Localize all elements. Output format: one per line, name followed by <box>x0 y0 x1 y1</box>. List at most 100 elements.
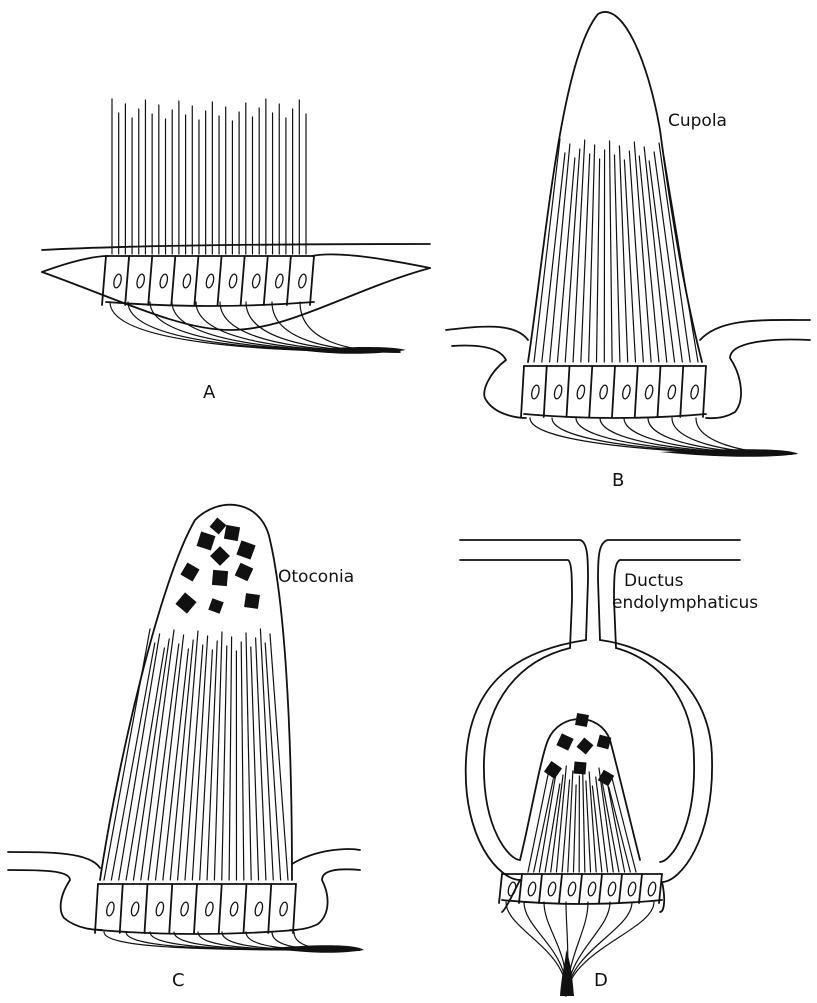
sensory-hair <box>222 646 227 880</box>
cell-wall <box>544 366 547 417</box>
panel-c-hair-cells <box>95 884 296 934</box>
cell-wall <box>703 366 706 417</box>
cell-wall <box>310 256 314 305</box>
otoconium <box>577 738 594 755</box>
panel-c-otolith-organ: Otoconia C <box>8 505 364 991</box>
otoconium <box>208 598 223 613</box>
cell-wall <box>194 256 198 305</box>
sensory-hair <box>200 650 213 880</box>
otoconium <box>175 592 196 613</box>
sensory-hair <box>246 633 251 880</box>
cell-nucleus <box>180 901 190 916</box>
cell-wall <box>499 874 502 903</box>
sensory-hair <box>614 155 619 362</box>
otoconium <box>210 546 230 566</box>
sensory-hair <box>542 153 565 362</box>
cell-wall <box>599 874 602 903</box>
cell-nucleus <box>130 901 140 916</box>
sensory-hair <box>141 630 174 880</box>
otoconium <box>556 733 573 750</box>
cell-nucleus <box>136 273 146 288</box>
panel-a-sensory-hairs <box>112 99 306 254</box>
cell-wall <box>95 884 98 933</box>
cell-nucleus <box>254 901 264 916</box>
otoconium <box>210 518 227 535</box>
panel-c-letter: C <box>172 970 185 991</box>
otoconia-label: Otoconia <box>278 567 354 587</box>
cell-nucleus <box>155 901 165 916</box>
cell-wall <box>612 366 615 417</box>
cell-wall <box>658 366 661 417</box>
cell-nucleus <box>627 881 637 896</box>
cell-wall <box>619 874 622 903</box>
cell-nucleus <box>599 384 609 399</box>
cell-wall <box>559 874 562 903</box>
cell-wall <box>539 874 542 903</box>
sensory-hair <box>156 635 184 880</box>
cell-wall <box>219 884 222 933</box>
cell-wall <box>579 874 582 903</box>
cell-nucleus <box>113 273 123 288</box>
cell-nucleus <box>530 384 540 399</box>
cell-nucleus <box>279 901 289 916</box>
cell-wall <box>125 256 129 305</box>
cupola-label: Cupola <box>668 111 727 131</box>
sensory-hair <box>589 145 595 362</box>
nerve-fiber <box>566 902 654 996</box>
cell-row-bottom-edge <box>98 930 296 934</box>
cell-wall <box>659 874 662 903</box>
panel-d-otoconia-crystals <box>544 713 614 786</box>
cell-row-bottom-edge <box>106 302 314 306</box>
cell-nucleus <box>647 881 657 896</box>
cell-wall <box>635 366 638 417</box>
cell-nucleus <box>205 273 215 288</box>
cell-wall <box>244 884 247 933</box>
otoconium <box>544 761 562 779</box>
cell-nucleus <box>587 881 597 896</box>
sensory-hair <box>104 629 150 880</box>
sensory-hair <box>573 785 576 872</box>
otoconium <box>180 562 199 581</box>
sensory-hair <box>586 781 591 872</box>
cell-wall <box>521 366 524 417</box>
panel-a-letter: A <box>203 382 216 403</box>
cell-nucleus <box>607 881 617 896</box>
otoconium <box>224 525 240 541</box>
cell-wall <box>241 256 245 305</box>
panel-b-hair-cells <box>521 366 706 418</box>
sensory-hair <box>619 146 627 362</box>
cell-nucleus <box>644 384 654 399</box>
cell-wall <box>589 366 592 417</box>
cell-wall <box>218 256 222 305</box>
sensory-hair <box>229 637 231 880</box>
cell-nucleus <box>105 901 115 916</box>
cell-row-bottom-edge <box>524 414 706 418</box>
cell-nucleus <box>567 881 577 896</box>
cell-row-bottom-edge <box>502 900 662 904</box>
cell-nucleus <box>159 273 169 288</box>
panel-b-sensory-hairs <box>534 139 698 362</box>
cell-wall <box>171 256 175 305</box>
cell-nucleus <box>182 273 192 288</box>
panel-c-sensory-hairs <box>104 629 288 880</box>
cell-nucleus <box>251 273 261 288</box>
otoconium <box>212 570 228 586</box>
sensory-hair <box>610 141 613 362</box>
cell-wall <box>194 884 197 933</box>
cell-wall <box>102 256 106 305</box>
panel-a-free-hair-cells: A <box>42 99 430 403</box>
panel-d-otolith-in-sac: Ductus endolymphaticus D <box>460 540 758 996</box>
panel-d-letter: D <box>594 970 608 991</box>
sensory-hair <box>534 779 554 872</box>
nerve-fiber <box>506 902 566 996</box>
cell-wall <box>169 884 172 933</box>
panel-b-nerve-fibers <box>530 418 798 457</box>
panel-b-cupula-organ: Cupola B <box>446 12 810 491</box>
sensory-hair <box>573 140 585 362</box>
cell-nucleus <box>547 881 557 896</box>
panel-d-nerve-fibers <box>506 902 654 996</box>
endolymphaticus-label: endolymphaticus <box>612 593 758 613</box>
ductus-label: Ductus <box>624 571 684 591</box>
panel-b-letter: B <box>612 470 624 491</box>
